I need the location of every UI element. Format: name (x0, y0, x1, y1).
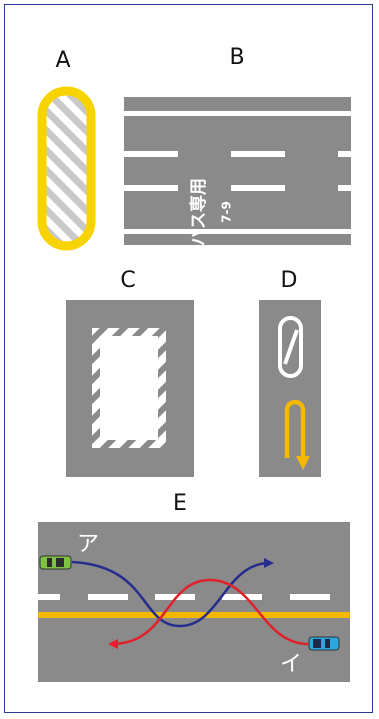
safety-zone-marking (37, 86, 96, 251)
car-a-label: ア (77, 532, 99, 557)
panel-c-hatched-box (66, 300, 194, 477)
panel-b-bus-lane: バス専用 7-9 (124, 97, 351, 246)
label-b: B (229, 45, 245, 70)
car-i-path-arrow (108, 578, 309, 649)
label-e: E (173, 491, 187, 516)
road-surface-e (38, 522, 350, 682)
panel-d-markings (259, 300, 321, 477)
edge-line-bottom (124, 229, 351, 234)
road-surface-b (124, 97, 351, 245)
u-turn-arrow-icon (284, 399, 310, 470)
blue-car-icon (308, 636, 340, 651)
label-c: C (120, 268, 136, 293)
lane-dashes-upper (124, 151, 351, 157)
white-dashed-centerline (38, 594, 330, 600)
panel-a-safety-zone (37, 86, 96, 251)
edge-line-top (124, 111, 351, 116)
car-a-path-arrow (71, 558, 274, 628)
hatched-frame-marking (92, 328, 166, 448)
yellow-no-pass-line (38, 612, 350, 618)
road-surface-d (259, 300, 321, 477)
bus-only-text: バス専用 (189, 178, 209, 246)
bus-hours-text: 7-9 (220, 201, 234, 223)
no-stopping-oval-marking (278, 316, 303, 378)
lane-dashes-lower (124, 185, 351, 191)
green-car-icon (39, 555, 72, 570)
label-d: D (280, 268, 298, 293)
panel-e-lane-change: ア イ (38, 522, 350, 682)
car-i-label: イ (280, 652, 302, 677)
label-a: A (55, 48, 71, 73)
